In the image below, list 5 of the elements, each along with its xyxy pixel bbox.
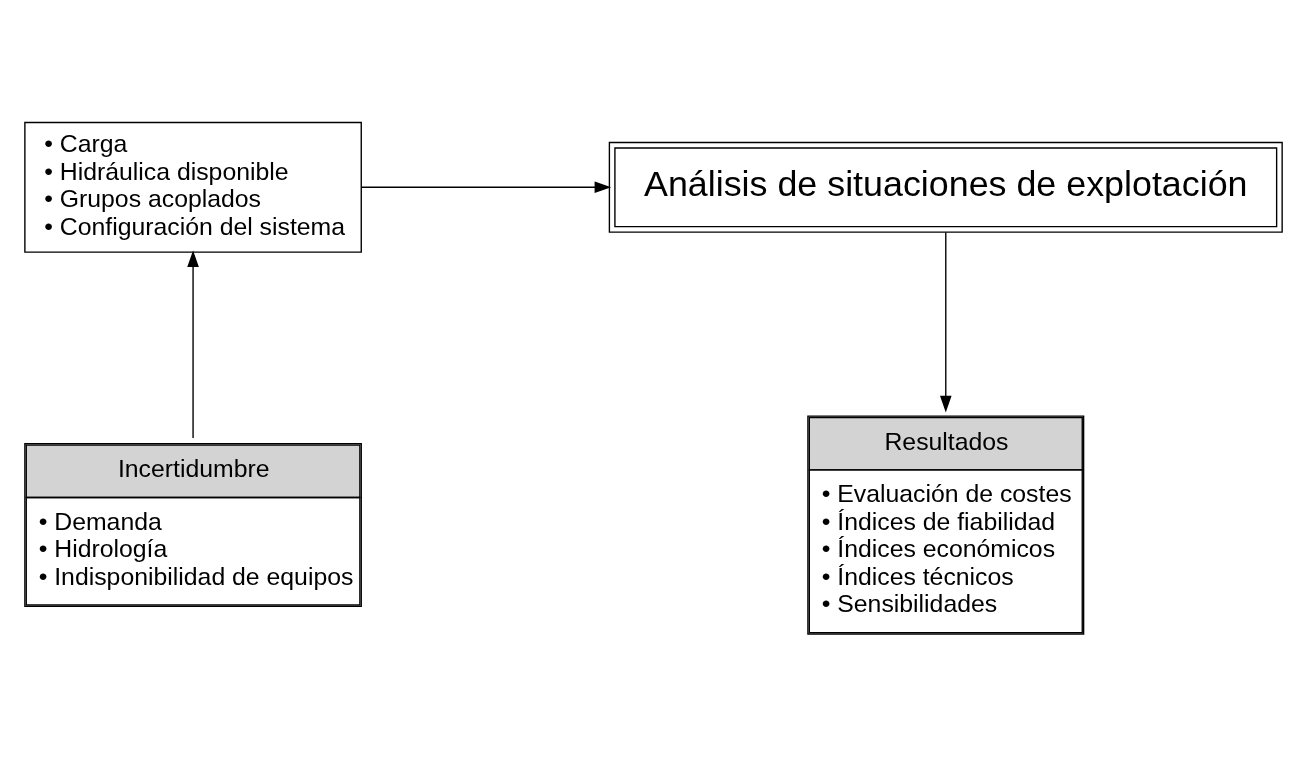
- arrow: [939, 231, 952, 413]
- arrow: [187, 250, 199, 439]
- node-box: • Carga • Hidráulica disponible • Grupos acoplados • Configuración del sistema: [24, 121, 362, 253]
- node-box: Análisis de situaciones de explotación: [608, 141, 1283, 233]
- arrow: [360, 181, 612, 194]
